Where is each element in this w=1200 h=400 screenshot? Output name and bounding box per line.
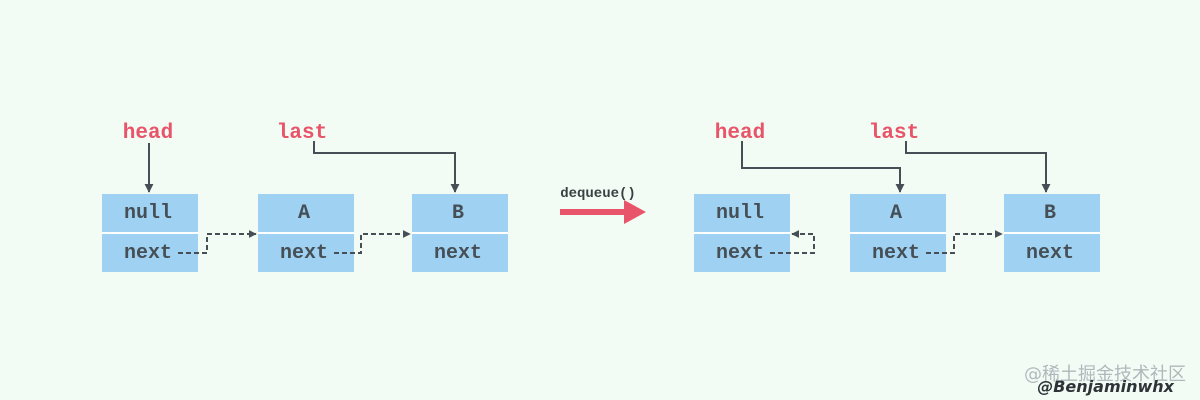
operation-arrow-icon <box>624 200 646 224</box>
node-next: next <box>280 242 328 265</box>
node-value: B <box>452 202 464 225</box>
node-value: null <box>716 202 764 225</box>
node-next: next <box>1026 242 1074 265</box>
before-node-null: null next <box>102 194 198 272</box>
watermark: @稀土掘金技术社区 @Benjaminwhx <box>1024 364 1186 396</box>
before-link-a-to-b <box>334 230 411 254</box>
after-head-arrow <box>741 141 905 193</box>
after-last-label: last <box>869 122 919 145</box>
before-node-a: A next <box>258 194 354 272</box>
before-last-arrow <box>313 141 460 193</box>
after-node-b: B next <box>1004 194 1100 272</box>
before-last-label: last <box>277 122 327 145</box>
before-node-b: B next <box>412 194 508 272</box>
operation-label: dequeue() <box>560 186 636 202</box>
before-state: head last null next A next B next <box>102 122 508 272</box>
after-link-null-self <box>770 230 815 254</box>
node-next: next <box>716 242 764 265</box>
before-link-null-to-a <box>178 230 257 254</box>
watermark-site: @稀土掘金技术社区 <box>1024 364 1186 385</box>
node-value: B <box>1044 202 1056 225</box>
operation: dequeue() <box>560 186 646 224</box>
node-value: null <box>124 202 172 225</box>
node-next: next <box>872 242 920 265</box>
after-state: head last null next A next B next <box>694 122 1100 272</box>
watermark-author: @Benjaminwhx <box>1037 377 1174 396</box>
after-node-a: A next <box>850 194 946 272</box>
after-head-label: head <box>715 122 765 145</box>
node-value: A <box>298 202 310 225</box>
after-last-arrow <box>905 141 1051 193</box>
before-head-label: head <box>123 122 173 145</box>
node-next: next <box>434 242 482 265</box>
after-node-null: null next <box>694 194 790 272</box>
node-next: next <box>124 242 172 265</box>
node-value: A <box>890 202 902 225</box>
